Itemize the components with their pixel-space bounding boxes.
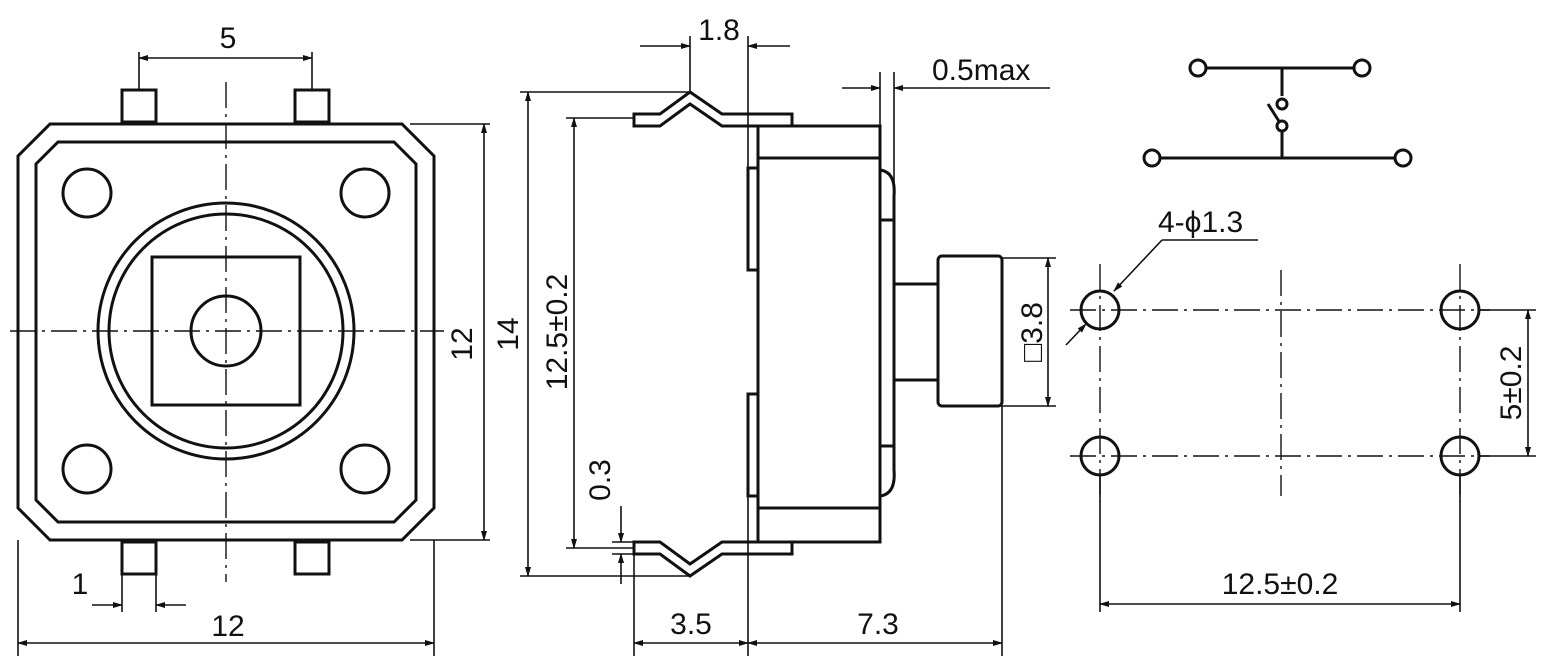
- lead-thickness-label: 0.3: [584, 459, 617, 501]
- schematic-terminal: [1352, 58, 1372, 78]
- lead-to-body-label: 3.5: [670, 608, 712, 641]
- side-tab: [746, 392, 760, 498]
- hole-spec-label: 4-ϕ1.3: [1158, 206, 1243, 239]
- total-height-label: 14: [492, 317, 525, 350]
- bottom-lead: [632, 540, 794, 578]
- top-lead: [632, 90, 794, 128]
- footprint-hole: [1079, 435, 1121, 477]
- bottom-pin: [293, 540, 331, 576]
- lead-offset-label: 1.8: [698, 14, 740, 47]
- lead-span-label: 12.5±0.2: [541, 274, 574, 391]
- pcb-footprint: 4-ϕ1.3 5±0.2 12.5±0.2: [1065, 206, 1536, 612]
- top-pin: [293, 88, 331, 124]
- schematic-terminal: [1188, 58, 1208, 78]
- vertical-pitch-label: 5±0.2: [1495, 346, 1528, 421]
- bottom-pin: [120, 540, 158, 576]
- actuator-size-label: □3.8: [1016, 302, 1049, 362]
- schematic-terminal: [1393, 148, 1413, 168]
- top-pin: [120, 88, 158, 124]
- corner-hole: [61, 443, 113, 495]
- footprint-hole: [1079, 289, 1121, 331]
- body-inner-outline: [34, 140, 418, 524]
- pin-width-label: 1: [72, 568, 89, 601]
- body-width-label: 12: [211, 610, 244, 643]
- side-view: 1.8 0.5max 14 12.5±0.2 0.3 3.5 7.3: [492, 14, 1056, 656]
- stem: [892, 282, 940, 382]
- body-outline: [16, 122, 436, 542]
- horizontal-pitch-label: 12.5±0.2: [1222, 568, 1339, 601]
- footprint-hole: [1439, 289, 1481, 331]
- pin-pitch-label: 5: [220, 22, 237, 55]
- side-body: [756, 124, 882, 544]
- body-height-label: 12: [446, 327, 479, 360]
- side-tab: [746, 166, 760, 272]
- corner-hole: [339, 443, 391, 495]
- cover-plate: [878, 218, 896, 448]
- cap-protrusion-label: 0.5max: [932, 54, 1030, 87]
- schematic-terminal: [1142, 148, 1162, 168]
- body-to-actuator-label: 7.3: [857, 608, 899, 641]
- switch-schematic: [1142, 58, 1413, 168]
- corner-hole: [339, 167, 391, 219]
- top-view: 5 12 1 12: [10, 22, 490, 656]
- corner-hole: [61, 167, 113, 219]
- actuator-cap: [936, 254, 1004, 408]
- footprint-hole: [1439, 435, 1481, 477]
